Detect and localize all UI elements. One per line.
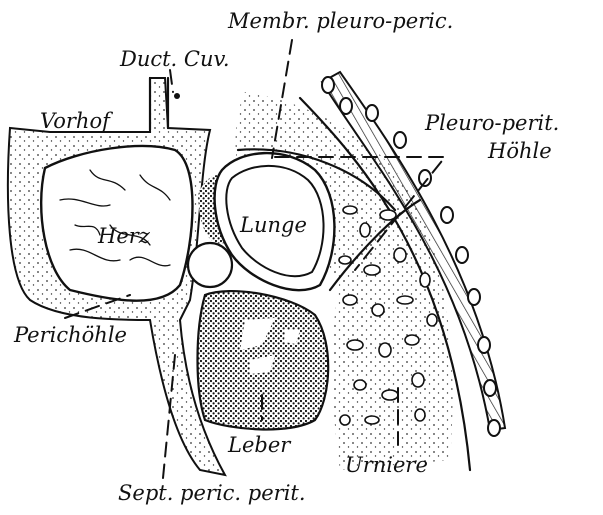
duct-cuv-dot — [174, 93, 180, 99]
label-lunge: Lunge — [239, 213, 307, 237]
label-sept-peric-perit: Sept. peric. perit. — [118, 481, 306, 505]
label-urniere: Urniere — [345, 453, 428, 477]
label-herz: Herz — [97, 224, 151, 248]
label-vorhof: Vorhof — [40, 109, 113, 133]
label-membr-pleuro-peric: Membr. pleuro-peric. — [227, 9, 453, 33]
label-leber: Leber — [227, 433, 292, 457]
label-hoehle: Höhle — [487, 139, 552, 163]
round-vessel — [188, 243, 232, 287]
leader-duct — [170, 70, 173, 92]
label-perichoehle: Perichöhle — [13, 323, 127, 347]
label-pleuro-perit: Pleuro-perit. — [424, 111, 559, 135]
label-duct-cuv: Duct. Cuv. — [119, 47, 230, 71]
